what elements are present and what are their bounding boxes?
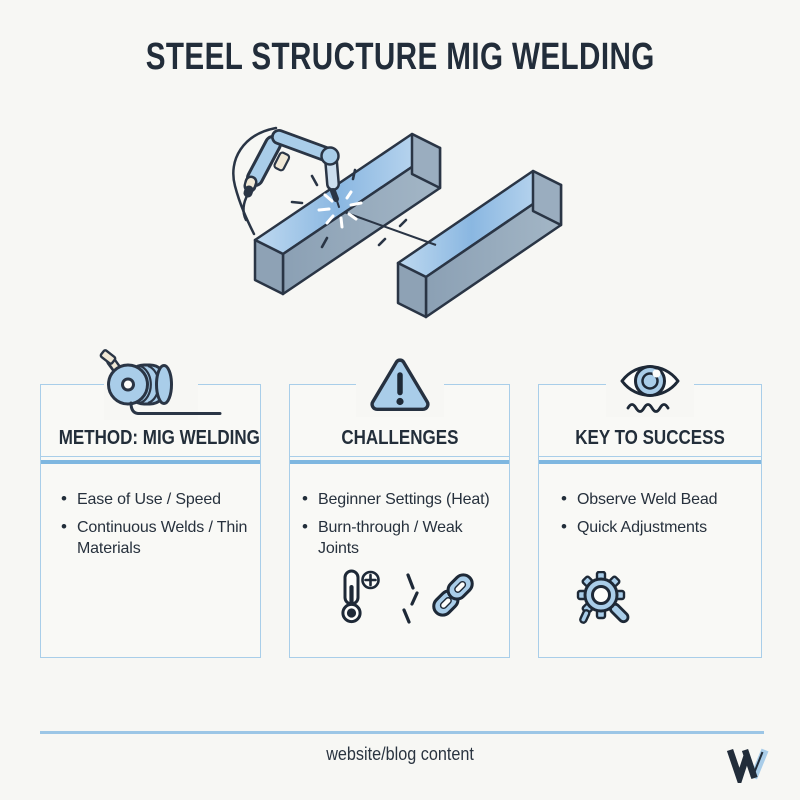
bullet-item: Ease of Use / Speed [61, 488, 252, 511]
warning-triangle-icon [355, 355, 444, 417]
eye-icon [606, 355, 694, 417]
w-logo [726, 748, 769, 783]
bullet-list: Ease of Use / Speed Continuous Welds / T… [61, 488, 252, 566]
header-rule [41, 456, 260, 457]
wire-spool-icon [99, 349, 222, 420]
header-rule [290, 456, 509, 457]
chain-link-icon [428, 569, 478, 626]
column-method: METHOD: MIG WELDING Ease of Use / Speed … [40, 349, 261, 658]
bullet-item: Continuous Welds / Thin Materials [61, 516, 252, 559]
bullet-list: Beginner Settings (Heat) Burn-through / … [302, 488, 507, 566]
header-divider [539, 460, 761, 464]
footer-caption: website/blog content [326, 744, 474, 764]
welding-torch [243, 129, 340, 208]
column-header: METHOD: MIG WELDING [58, 427, 260, 449]
bullet-list: Observe Weld Bead Quick Adjustments [561, 488, 755, 545]
weld-sparks [317, 190, 363, 229]
bullet-item: Quick Adjustments [561, 516, 755, 539]
thermometer-plus-icon [335, 568, 381, 629]
column-challenges: CHALLENGES Beginner Settings (Heat) Burn… [289, 355, 510, 658]
column-key-to-success: KEY TO SUCCESS Observe Weld Bead Quick A… [538, 355, 762, 658]
break-dashes-icon [402, 570, 422, 631]
header-divider [41, 460, 260, 464]
header-rule [539, 456, 761, 457]
mig-welding-illustration [232, 126, 563, 319]
weld-seam-line [343, 211, 437, 246]
column-header: KEY TO SUCCESS [575, 427, 725, 449]
footer-divider-line [40, 731, 764, 734]
column-header: CHALLENGES [340, 427, 459, 449]
weld-spatter [290, 168, 408, 249]
bullet-item: Observe Weld Bead [561, 488, 755, 511]
bullet-item: Burn-through / Weak Joints [302, 516, 507, 559]
header-divider [290, 460, 509, 464]
page-title: STEEL STRUCTURE MIG WELDING [145, 36, 655, 78]
gear-magnifier-icon [575, 570, 637, 632]
steel-beams [253, 132, 563, 319]
bullet-item: Beginner Settings (Heat) [302, 488, 507, 511]
